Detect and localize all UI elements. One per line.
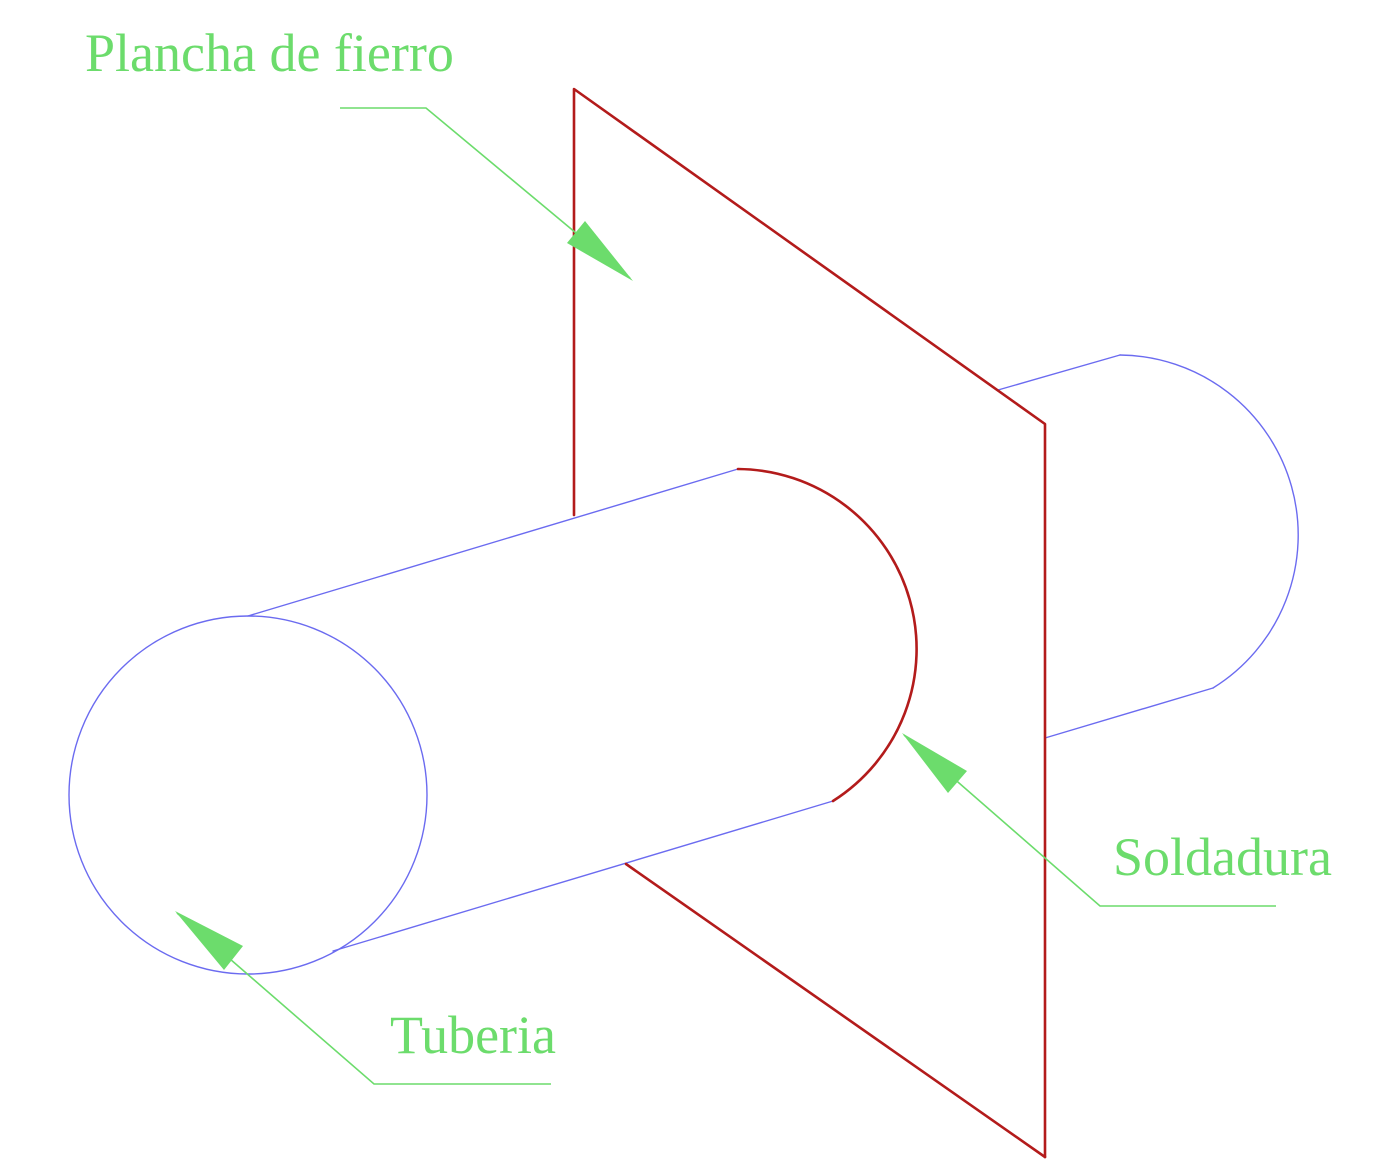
- pipe-back-arc: [1119, 354, 1299, 689]
- annotation-weld: Soldadura: [902, 733, 1332, 907]
- pipe-leader-line: [176, 912, 551, 1085]
- plate-upper-outline: [572, 87, 1047, 1159]
- pipe-bottom-edge: [332, 800, 834, 952]
- annotation-pipe: Tuberia: [175, 911, 556, 1085]
- plate-arrowhead: [567, 221, 633, 281]
- weld-arc: [736, 467, 918, 803]
- pipe-back-top-edge: [997, 354, 1121, 391]
- pipe-back-bottom-edge: [1044, 687, 1214, 739]
- weld-label: Soldadura: [1113, 827, 1332, 887]
- plate-leader-line: [340, 107, 631, 279]
- plate-lower-edge: [624, 862, 1047, 1159]
- pipe-top-edge: [247, 468, 739, 617]
- pipe-arrowhead: [175, 911, 243, 970]
- annotation-plate: Plancha de fierro: [85, 23, 633, 281]
- weld-leader-line: [903, 734, 1276, 907]
- plate-label: Plancha de fierro: [85, 23, 454, 83]
- pipe-label: Tuberia: [390, 1005, 556, 1065]
- pipe-front-circle: [68, 615, 428, 975]
- weld-arrowhead: [902, 733, 967, 793]
- iron-plate: [572, 87, 1047, 1159]
